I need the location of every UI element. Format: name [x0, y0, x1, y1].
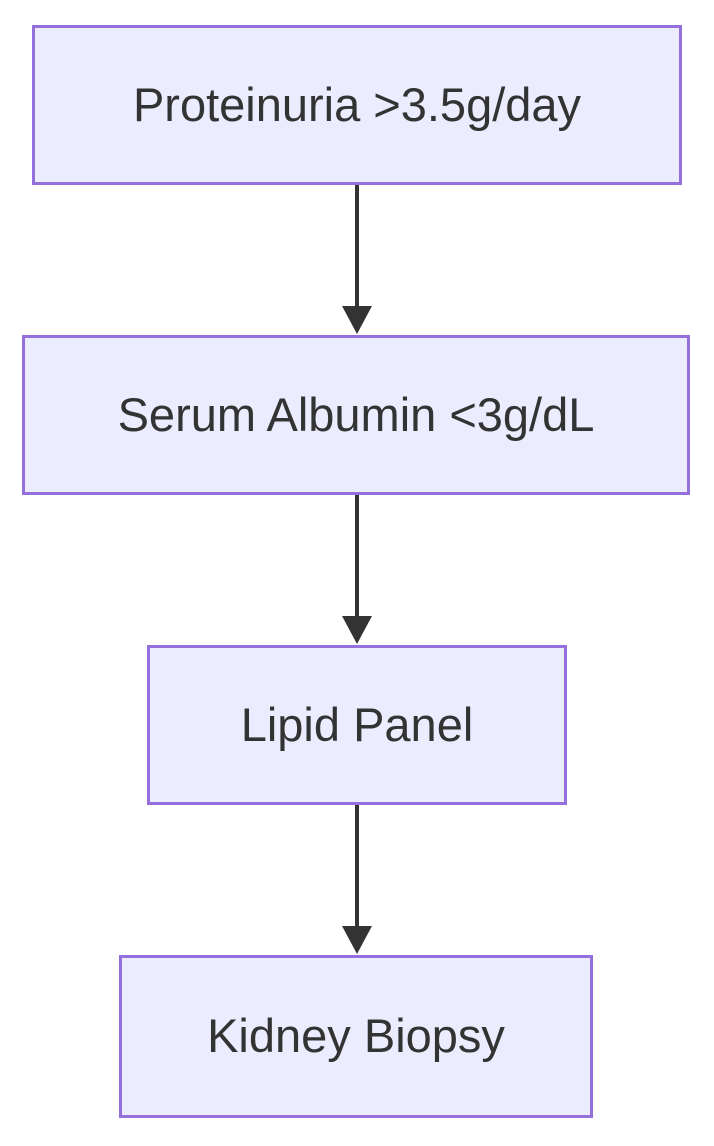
arrow-proteinuria-to-albumin-icon	[342, 185, 372, 334]
flowchart-node-lipid-panel: Lipid Panel	[147, 645, 567, 805]
arrow-albumin-to-lipid-icon	[342, 495, 372, 644]
flowchart-node-serum-albumin: Serum Albumin <3g/dL	[22, 335, 690, 495]
node-label-lipid-panel: Lipid Panel	[240, 697, 474, 751]
arrow-lipid-to-biopsy-icon	[342, 805, 372, 954]
node-label-proteinuria: Proteinuria >3.5g/day	[132, 77, 582, 131]
node-label-kidney-biopsy: Kidney Biopsy	[207, 1009, 505, 1063]
node-label-serum-albumin: Serum Albumin <3g/dL	[117, 387, 595, 441]
flowchart-node-kidney-biopsy: Kidney Biopsy	[119, 955, 593, 1118]
flowchart-node-proteinuria: Proteinuria >3.5g/day	[32, 25, 682, 185]
